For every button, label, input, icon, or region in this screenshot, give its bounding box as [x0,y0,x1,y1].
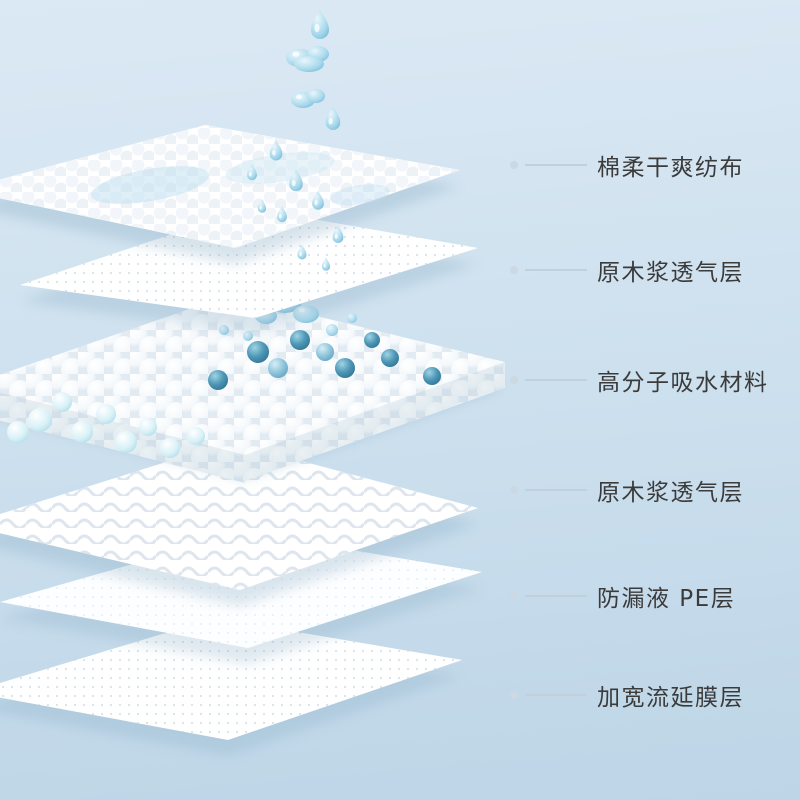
label-text-pe-layer: 防漏液 PE层 [597,586,736,612]
layer-top-fabric [0,125,460,264]
label-text-cast-film: 加宽流延膜层 [597,685,744,711]
label-row-cast-film: 加宽流延膜层 [510,679,744,711]
label-dot [510,376,518,384]
label-dot [510,161,518,169]
leader-line [525,164,587,166]
label-dot [510,592,518,600]
layer-absorbent-beads [0,291,505,483]
label-row-absorbent: 高分子吸水材料 [510,364,769,396]
label-dot [510,691,518,699]
layers-illustration [0,10,505,756]
label-text-top-fabric: 棉柔干爽纺布 [597,155,744,181]
label-row-top-fabric: 棉柔干爽纺布 [510,149,744,181]
label-text-breathable-1: 原木浆透气层 [597,260,744,286]
label-dot [510,486,518,494]
leader-line [525,269,587,271]
absorbent-beads-colored [7,330,441,458]
layer-breathable-1 [20,208,478,334]
layer-cast-film [0,618,462,756]
water-droplets-icon [247,10,344,271]
leader-line [525,595,587,597]
leader-line [525,694,587,696]
layer-breathable-2 [0,442,478,606]
label-row-pe-layer: 防漏液 PE层 [510,580,735,612]
leader-line [525,489,587,491]
label-row-breathable-2: 原木浆透气层 [510,474,744,506]
label-row-breathable-1: 原木浆透气层 [510,254,744,286]
leader-line [525,379,587,381]
label-text-absorbent: 高分子吸水材料 [597,370,769,396]
label-text-breathable-2: 原木浆透气层 [597,480,744,506]
label-dot [510,266,518,274]
